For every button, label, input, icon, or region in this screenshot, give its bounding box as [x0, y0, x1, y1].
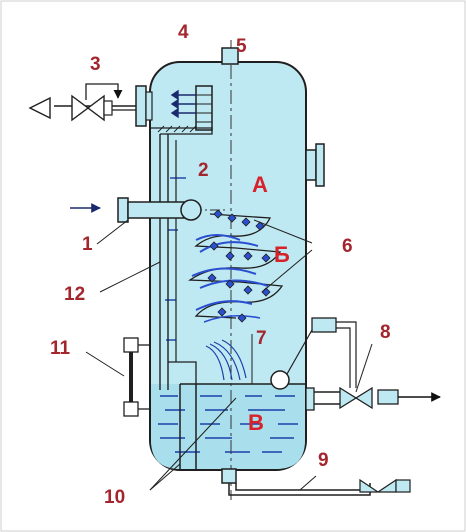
level-sensor-box [311, 317, 337, 333]
gas-valve-body [103, 100, 113, 116]
top-nozzle-5 [221, 47, 239, 65]
zone-label-v: В [248, 410, 264, 435]
label-4: 4 [178, 22, 189, 43]
gas-valve [71, 94, 105, 122]
float-rod [286, 329, 313, 375]
leader-lines [85, 219, 373, 491]
label-5: 5 [236, 36, 247, 57]
liquid-outlet-flange [305, 387, 315, 411]
zone-label-b: Б [274, 242, 290, 267]
eliminator-flow-arrows [170, 89, 196, 119]
gas-outlet-stub [145, 91, 153, 121]
zone-label-a: А [252, 172, 268, 197]
liquid-valve-8 [339, 386, 373, 410]
label-12: 12 [64, 284, 85, 305]
drain-valve [359, 478, 397, 493]
eliminator-drain-hatch [157, 125, 197, 133]
downcomer-base [168, 361, 197, 384]
inlet-flange [117, 197, 129, 223]
right-flange [305, 149, 317, 181]
float-7 [270, 370, 290, 390]
valve3-signal [85, 83, 123, 100]
level-gauge-bottom [123, 401, 139, 417]
inlet-nozzle [180, 199, 202, 221]
gas-outlet-flange [135, 85, 147, 127]
label-1: 1 [82, 234, 93, 255]
label-10: 10 [104, 487, 125, 508]
drain-end [395, 479, 411, 493]
label-2: 2 [198, 160, 209, 181]
falling-liquid-streams [205, 339, 247, 381]
level-gauge-top [123, 337, 139, 353]
level-signal-line [336, 321, 357, 388]
bottom-nozzle [221, 468, 237, 484]
gas-arrow-left [28, 96, 51, 120]
label-8: 8 [380, 322, 391, 343]
liquid-zone [151, 384, 305, 469]
label-3: 3 [90, 54, 101, 75]
inlet-pipe-1 [127, 201, 185, 219]
label-11: 11 [50, 338, 71, 359]
right-flange-cap [315, 143, 325, 187]
liquid-valve-end [377, 389, 399, 405]
drain-pipe-9 [228, 483, 371, 496]
mist-eliminator-4 [195, 85, 213, 131]
label-9: 9 [318, 450, 329, 471]
label-7: 7 [256, 328, 267, 349]
spiral-element-6 [188, 209, 284, 323]
label-6: 6 [342, 236, 353, 257]
eliminator-tray [150, 127, 213, 135]
